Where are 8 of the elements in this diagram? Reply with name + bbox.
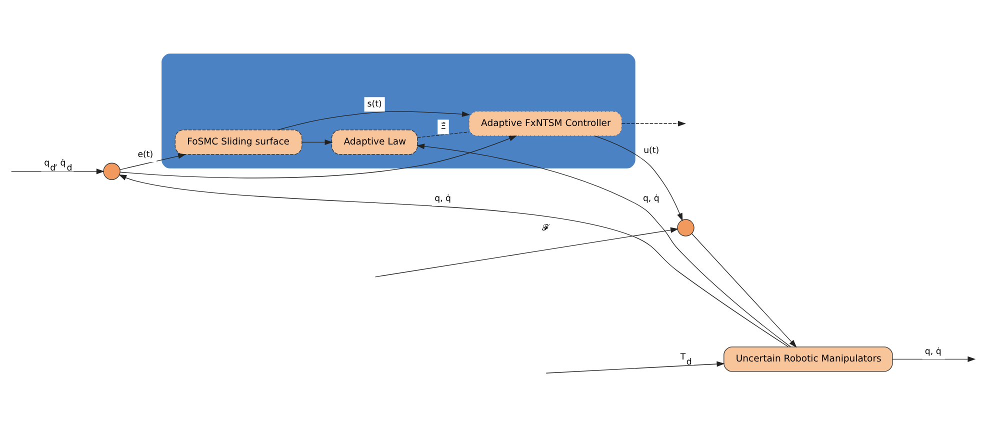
edge-label: q, q̇: [924, 346, 942, 357]
edge-label: Ξ̂: [440, 122, 446, 132]
edge-label: q, q̇: [434, 193, 452, 204]
edge-label: q, q̇: [642, 193, 660, 204]
edge-label: e(t): [138, 150, 154, 160]
edge-label: s(t): [367, 99, 382, 110]
edge-label: u(t): [644, 146, 660, 156]
edge-label: 𝓕: [542, 223, 550, 234]
